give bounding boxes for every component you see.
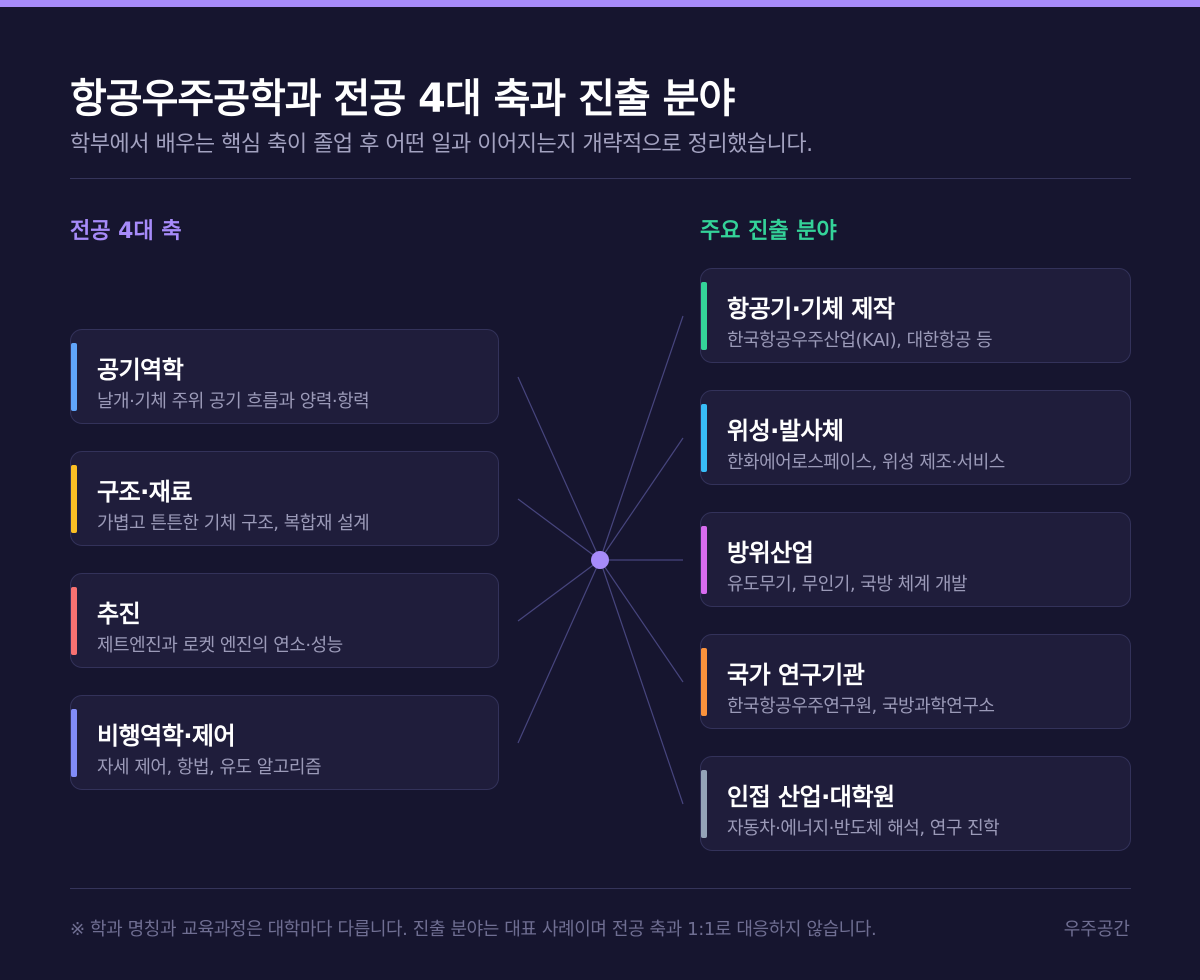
- career-description: 한국항공우주연구원, 국방과학연구소: [727, 696, 995, 717]
- career-card-aircraft: 항공기·기체 제작 한국항공우주산업(KAI), 대한항공 등: [700, 268, 1131, 363]
- axis-card-structures: 구조·재료 가볍고 튼튼한 기체 구조, 복합재 설계: [70, 451, 499, 546]
- career-color-bar: [701, 770, 707, 838]
- axis-color-bar: [71, 587, 77, 655]
- connector-line: [517, 498, 601, 561]
- axis-description: 날개·기체 주위 공기 흐름과 양력·항력: [97, 391, 370, 412]
- connector-line: [517, 559, 601, 744]
- footnote: ※ 학과 명칭과 교육과정은 대학마다 다릅니다. 진출 분야는 대표 사례이며…: [70, 919, 877, 940]
- axis-color-bar: [71, 343, 77, 411]
- axis-card-propulsion: 추진 제트엔진과 로켓 엔진의 연소·성능: [70, 573, 499, 668]
- axis-color-bar: [71, 709, 77, 777]
- career-title: 위성·발사체: [727, 417, 844, 445]
- career-color-bar: [701, 404, 707, 472]
- page-title: 항공우주공학과 전공 4대 축과 진출 분야: [70, 76, 735, 122]
- career-description: 한화에어로스페이스, 위성 제조·서비스: [727, 452, 1005, 473]
- career-color-bar: [701, 526, 707, 594]
- brand-label: 우주공간: [1063, 919, 1130, 940]
- footer-divider: [70, 888, 1131, 889]
- right-column-heading: 주요 진출 분야: [700, 219, 837, 244]
- connector-line: [517, 559, 601, 622]
- career-description: 자동차·에너지·반도체 해석, 연구 진학: [727, 818, 1000, 839]
- axis-description: 제트엔진과 로켓 엔진의 연소·성능: [97, 635, 343, 656]
- career-title: 인접 산업·대학원: [727, 783, 895, 811]
- axis-card-flight-dynamics: 비행역학·제어 자세 제어, 항법, 유도 알고리즘: [70, 695, 499, 790]
- axis-title: 비행역학·제어: [97, 722, 236, 750]
- career-title: 방위산업: [727, 539, 814, 567]
- axis-title: 추진: [97, 600, 141, 628]
- axis-title: 구조·재료: [97, 478, 192, 506]
- connector-line: [599, 559, 684, 683]
- header-divider: [70, 178, 1131, 179]
- career-description: 한국항공우주산업(KAI), 대한항공 등: [727, 330, 993, 351]
- axis-color-bar: [71, 465, 77, 533]
- connector-line: [599, 437, 684, 561]
- career-color-bar: [701, 282, 707, 350]
- left-column-heading: 전공 4대 축: [70, 219, 182, 244]
- career-description: 유도무기, 무인기, 국방 체계 개발: [727, 574, 968, 595]
- connector-line: [599, 315, 684, 561]
- career-card-defense: 방위산업 유도무기, 무인기, 국방 체계 개발: [700, 512, 1131, 607]
- axis-description: 자세 제어, 항법, 유도 알고리즘: [97, 757, 322, 778]
- top-accent-bar: [0, 0, 1200, 7]
- connector-line: [517, 376, 601, 561]
- career-color-bar: [701, 648, 707, 716]
- career-card-satellite: 위성·발사체 한화에어로스페이스, 위성 제조·서비스: [700, 390, 1131, 485]
- career-card-research: 국가 연구기관 한국항공우주연구원, 국방과학연구소: [700, 634, 1131, 729]
- axis-title: 공기역학: [97, 356, 184, 384]
- axis-description: 가볍고 튼튼한 기체 구조, 복합재 설계: [97, 513, 370, 534]
- page-subtitle: 학부에서 배우는 핵심 축이 졸업 후 어떤 일과 이어지는지 개략적으로 정리…: [70, 132, 813, 157]
- career-title: 국가 연구기관: [727, 661, 865, 689]
- career-title: 항공기·기체 제작: [727, 295, 895, 323]
- career-card-adjacent: 인접 산업·대학원 자동차·에너지·반도체 해석, 연구 진학: [700, 756, 1131, 851]
- hub-node: [591, 551, 609, 569]
- connector-line: [599, 559, 684, 805]
- axis-card-aerodynamics: 공기역학 날개·기체 주위 공기 흐름과 양력·항력: [70, 329, 499, 424]
